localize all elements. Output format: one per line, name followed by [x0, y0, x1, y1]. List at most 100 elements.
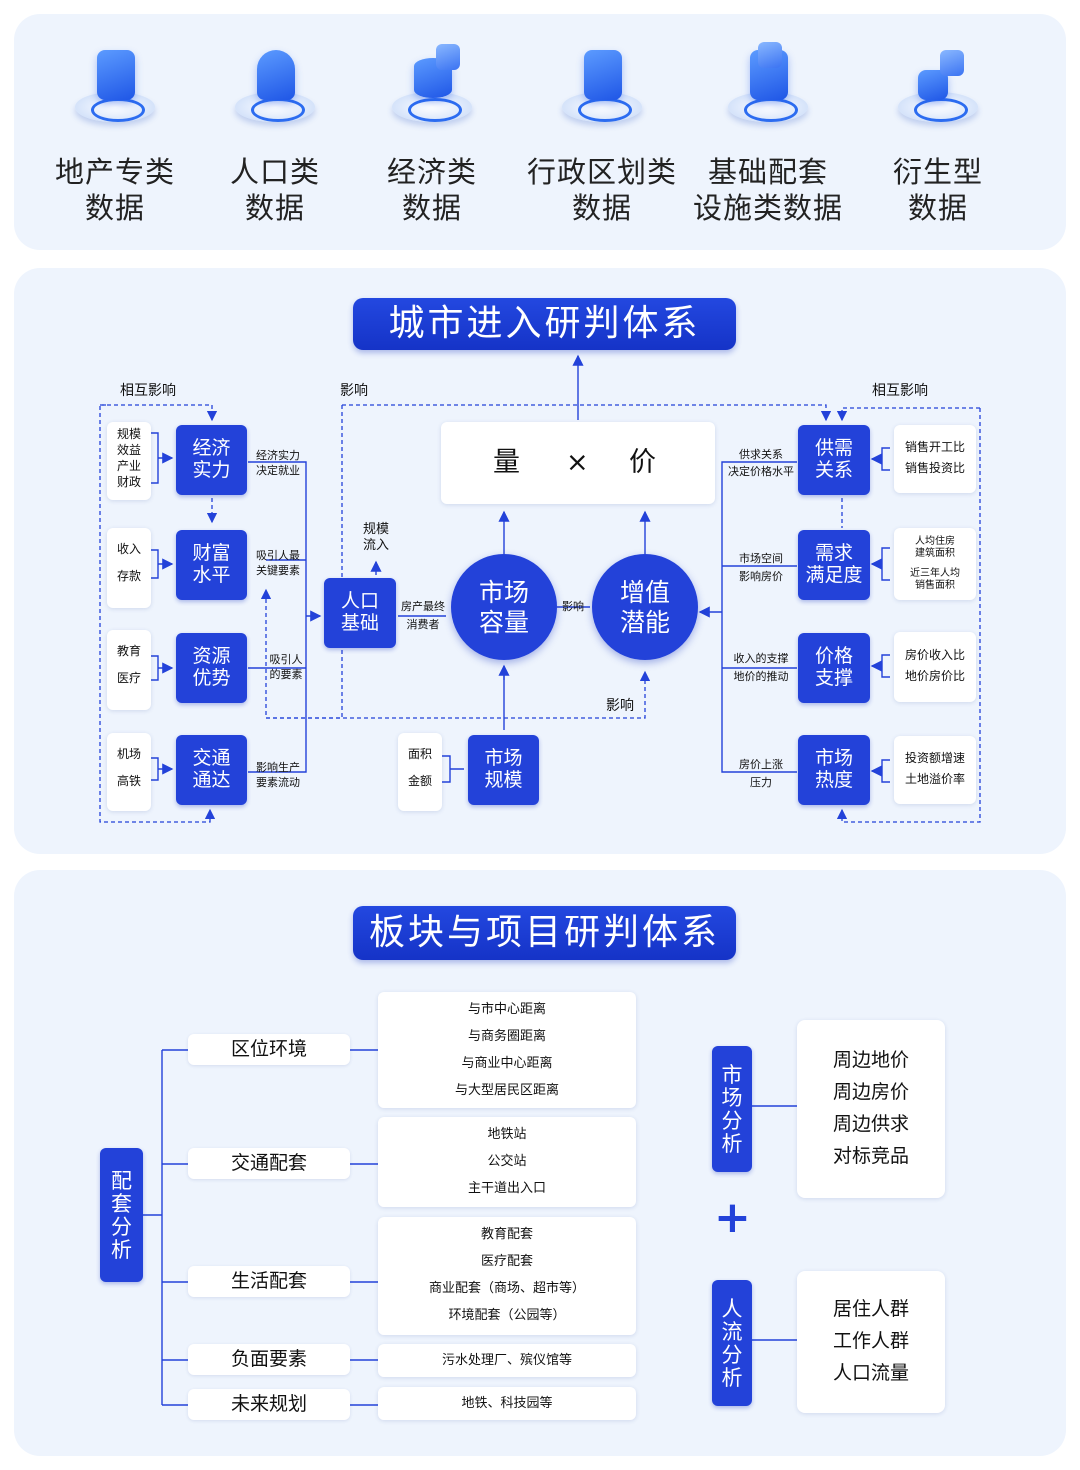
- category-label: 行政区划类: [527, 155, 678, 189]
- list-item: 主干道出入口: [467, 1181, 546, 1196]
- category-infrastructure: 基础配套设施类数据: [693, 40, 843, 226]
- wealth-inputs: 收入存款: [107, 528, 151, 608]
- price-support-outputs: 房价收入比地价房价比: [894, 632, 976, 702]
- input-item: 机场: [116, 747, 141, 761]
- note-text: 决定就业: [256, 464, 300, 477]
- location-items: 与市中心距离与商务圈距离与商业中心距离与大型居民区距离: [378, 992, 636, 1108]
- output-item: 人均住房 建筑面积: [915, 536, 955, 559]
- note-text: 关键要素: [256, 564, 300, 577]
- influence-bottom-label: 影响: [606, 698, 634, 714]
- list-item: 教育配套: [480, 1227, 533, 1242]
- data-categories-panel: [14, 14, 1066, 250]
- list-item: 地铁、科技园等: [461, 1396, 553, 1411]
- list-item: 与商务圈距离: [467, 1029, 546, 1044]
- category-label: 经济类: [386, 155, 477, 189]
- category-label: 数据: [571, 191, 632, 225]
- list-item: 居住人群: [832, 1298, 909, 1320]
- box-label: 满足度: [805, 564, 863, 586]
- demand-satisfaction-box: 需求满足度: [798, 530, 870, 600]
- volume-price-box: 量 × 价: [441, 422, 715, 504]
- person-icon: [227, 40, 323, 136]
- note-text: 吸引人: [269, 653, 303, 666]
- branch-location: 区位环境: [188, 1034, 350, 1065]
- population-base-box: 人口基础: [324, 578, 396, 648]
- box-label: 基础: [340, 612, 379, 634]
- living-items: 教育配套医疗配套商业配套（商场、超市等）环境配套（公园等）: [378, 1217, 636, 1335]
- list-item: 商业配套（商场、超市等）: [428, 1281, 585, 1296]
- circle-label: 市场: [478, 578, 529, 607]
- list-item: 与商业中心距离: [461, 1056, 553, 1071]
- resource-advantage-box: 资源优势: [176, 633, 247, 703]
- flow-text: 流入: [362, 538, 389, 553]
- box-label: 实力: [192, 459, 231, 481]
- mutual-influence-right-label: 相互影响: [872, 383, 928, 399]
- note-text: 压力: [750, 776, 772, 789]
- times-symbol: ×: [566, 447, 589, 478]
- market-scale-box: 市场规模: [468, 735, 539, 805]
- input-item: 规模: [116, 427, 141, 441]
- category-administrative: 行政区划类数据: [527, 40, 677, 226]
- note-text: 经济实力: [256, 449, 300, 462]
- supply-demand-note: 供求关系决定价格水平: [724, 446, 798, 480]
- input-item: 效益: [116, 443, 141, 457]
- circle-label: 容量: [478, 608, 529, 637]
- box-label: 市场: [484, 747, 523, 769]
- label-char: 场: [721, 1086, 743, 1110]
- box-label: 市场: [814, 747, 853, 769]
- transport-items: 地铁站公交站主干道出入口: [378, 1117, 636, 1207]
- label-char: 析: [721, 1132, 743, 1156]
- label-char: 分: [721, 1343, 743, 1367]
- resource-note: 吸引人的要素: [266, 652, 306, 682]
- output-item: 销售开工比: [904, 440, 965, 454]
- wealth-note: 吸引人最关键要素: [252, 548, 304, 578]
- box-label: 资源: [192, 645, 231, 667]
- note-text: 市场空间: [739, 552, 783, 565]
- label-char: 人: [721, 1297, 743, 1321]
- flow-analysis-label: 人流分析: [712, 1280, 752, 1406]
- price-support-note: 收入的支撑地价的推动: [726, 650, 796, 686]
- list-item: 医疗配套: [480, 1254, 533, 1269]
- box-label: 人口: [340, 590, 379, 612]
- demand-outputs: 人均住房 建筑面积近三年人均 销售面积: [894, 528, 976, 600]
- block-system-title: 板块与项目研判体系: [353, 906, 736, 960]
- plus-icon: +: [714, 1192, 751, 1243]
- economic-strength-box: 经济实力: [176, 425, 247, 495]
- output-item: 土地溢价率: [904, 772, 965, 786]
- box-label: 经济: [192, 437, 231, 459]
- category-label: 地产专类: [54, 155, 175, 189]
- coins-chart-icon: [384, 40, 480, 136]
- list-item: 公交站: [487, 1154, 527, 1169]
- note-text: 影响生产: [256, 761, 300, 774]
- input-item: 教育: [116, 644, 141, 658]
- wealth-level-box: 财富水平: [176, 530, 247, 600]
- scale-inflow-label: 规模流入: [356, 522, 396, 554]
- map-folder-icon: [554, 40, 650, 136]
- box-label: 水平: [192, 564, 231, 586]
- box-label: 热度: [814, 769, 853, 791]
- category-derived: 衍生型数据: [863, 40, 1013, 226]
- flow-text: 规模: [362, 522, 389, 537]
- box-label: 需求: [814, 542, 853, 564]
- list-item: 周边地价: [832, 1049, 909, 1071]
- category-label: 数据: [907, 191, 968, 225]
- category-label: 设施类数据: [693, 191, 844, 225]
- input-item: 产业: [116, 459, 141, 473]
- mutual-influence-left-label: 相互影响: [120, 383, 176, 399]
- box-label: 供需: [814, 437, 853, 459]
- calculator-icon: [720, 40, 816, 136]
- list-item: 对标竞品: [832, 1145, 909, 1167]
- input-item: 存款: [116, 569, 141, 583]
- note-text: 消费者: [406, 618, 440, 631]
- supply-demand-outputs: 销售开工比销售投资比: [894, 425, 976, 493]
- box-label: 通达: [192, 769, 231, 791]
- market-analysis-items: 周边地价周边房价周边供求对标竞品: [797, 1020, 945, 1198]
- label-char: 套: [111, 1192, 132, 1216]
- future-items: 地铁、科技园等: [378, 1387, 636, 1420]
- category-label: 人口类: [229, 155, 320, 189]
- note-text: 吸引人最: [256, 549, 300, 562]
- circle-label: 增值: [619, 578, 670, 607]
- negative-items: 污水处理厂、殡仪馆等: [378, 1344, 636, 1377]
- market-heat-box: 市场热度: [798, 735, 870, 805]
- category-label: 数据: [401, 191, 462, 225]
